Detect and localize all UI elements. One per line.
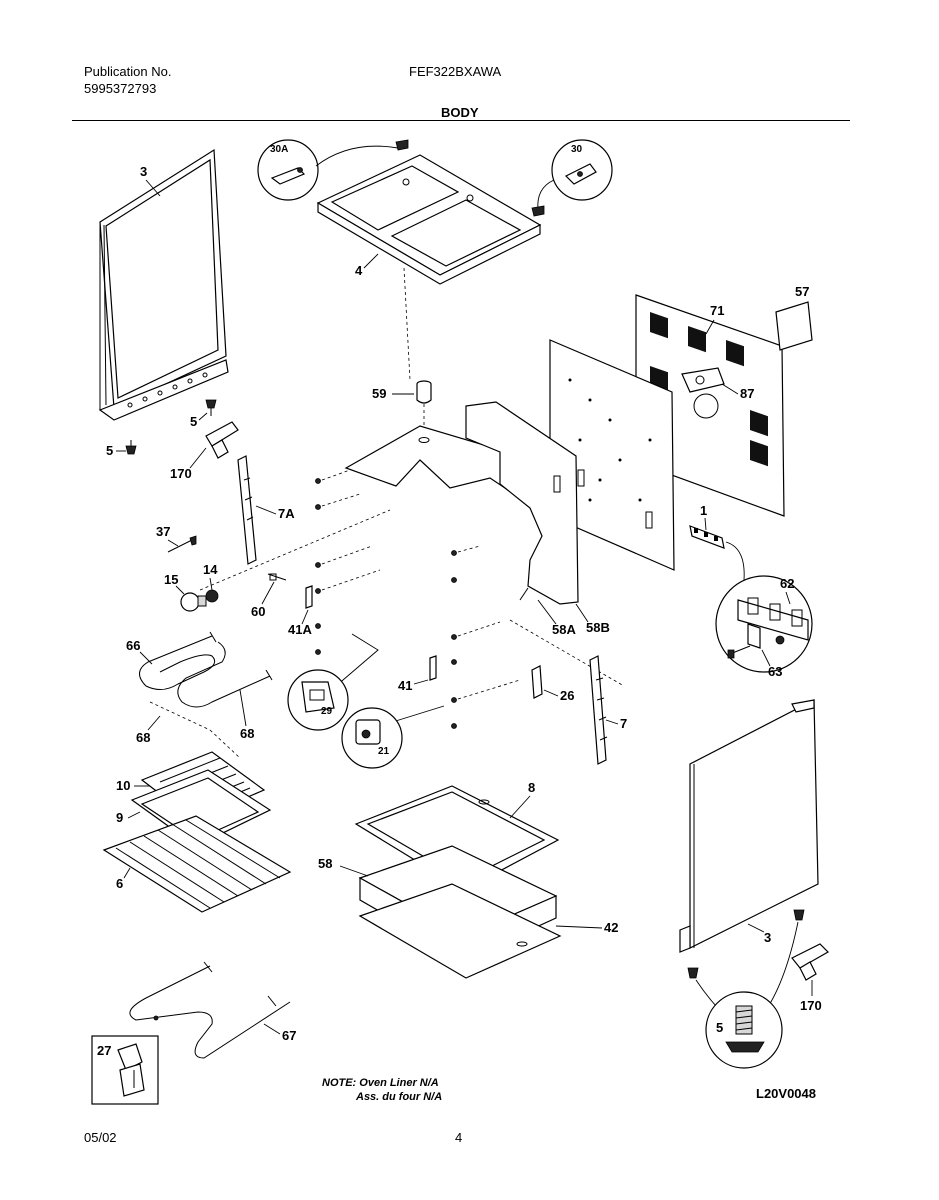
clip-41 <box>429 655 437 681</box>
connector-29-detail <box>287 669 349 731</box>
diagram-code: L20V0048 <box>756 1086 816 1101</box>
callout-27: 27 <box>97 1043 111 1058</box>
callout-4: 4 <box>355 263 363 278</box>
model-number: FEF322BXAWA <box>409 64 502 79</box>
terminal-block-1 <box>689 525 725 549</box>
oven-rack-6 <box>102 815 292 913</box>
publication-label: Publication No. <box>84 64 172 79</box>
callout-15: 15 <box>164 572 178 587</box>
header-rule <box>72 120 850 121</box>
cooktop-frame-4 <box>316 154 542 285</box>
label-plate-57 <box>775 301 813 351</box>
publication-number: 5995372793 <box>84 81 157 96</box>
callout-68-a: 68 <box>136 730 150 745</box>
callout-5-b: 5 <box>106 443 113 458</box>
callout-14: 14 <box>203 562 218 577</box>
bracket-170-left <box>205 421 239 459</box>
frame-58A-58B <box>465 401 579 605</box>
callout-7A: 7A <box>278 506 295 521</box>
callout-87: 87 <box>740 386 754 401</box>
callout-58A: 58A <box>552 622 576 637</box>
bake-element-66 <box>139 631 273 708</box>
callout-42: 42 <box>604 920 618 935</box>
callout-41A: 41A <box>288 622 312 637</box>
side-panel-left <box>98 148 229 421</box>
callout-1: 1 <box>700 503 707 518</box>
callout-57: 57 <box>795 284 809 299</box>
callout-71: 71 <box>710 303 724 318</box>
callout-5-right: 5 <box>716 1020 723 1035</box>
spacer-60 <box>267 573 287 581</box>
callout-30: 30 <box>571 144 583 155</box>
screw-right-a <box>687 967 699 979</box>
light-bulb-15 <box>180 592 207 612</box>
broil-element-67 <box>129 961 291 1059</box>
bracket-26 <box>531 665 543 699</box>
receptacle-59 <box>416 380 432 404</box>
side-panel-right <box>679 699 819 953</box>
section-title: BODY <box>441 105 479 120</box>
callout-67: 67 <box>282 1028 296 1043</box>
screw-5-b <box>125 440 137 455</box>
footer-page: 4 <box>455 1130 463 1145</box>
callout-26: 26 <box>560 688 574 703</box>
oven-bottom-8 <box>354 785 560 891</box>
clip-30-detail <box>551 139 613 201</box>
clip-41A <box>305 585 313 609</box>
screw-5-a <box>205 399 217 416</box>
light-socket-14 <box>205 589 219 603</box>
callout-21: 21 <box>378 746 390 757</box>
note-line-1: NOTE: Oven Liner N/A <box>322 1077 439 1089</box>
terminal-detail <box>715 575 813 673</box>
socket-21-detail <box>341 707 403 769</box>
callout-62: 62 <box>780 576 794 591</box>
callout-37: 37 <box>156 524 170 539</box>
rack-support-7 <box>589 655 608 765</box>
mounting-screws <box>315 478 457 729</box>
callout-170-right: 170 <box>800 998 822 1013</box>
callout-66: 66 <box>126 638 140 653</box>
clip-30A-detail <box>257 139 319 201</box>
callout-5-a: 5 <box>190 414 197 429</box>
callout-30A: 30A <box>270 144 288 155</box>
screw-right-b <box>793 909 805 921</box>
bottom-panel-42 <box>358 883 562 979</box>
clip-27-inset <box>91 1035 159 1105</box>
callout-10: 10 <box>116 778 130 793</box>
callout-170-left: 170 <box>170 466 192 481</box>
callout-60: 60 <box>251 604 265 619</box>
footer-date: 05/02 <box>84 1130 117 1145</box>
callout-68-b: 68 <box>240 726 254 741</box>
callout-29: 29 <box>321 706 333 717</box>
callout-58B: 58B <box>586 620 610 635</box>
rack-support-7A <box>237 455 257 565</box>
note-line-2: Ass. du four N/A <box>355 1091 442 1103</box>
callout-3-left: 3 <box>140 164 147 179</box>
screw-37 <box>167 535 197 553</box>
callout-3-right: 3 <box>764 930 771 945</box>
callout-63: 63 <box>768 664 782 679</box>
leveler-5-detail <box>705 991 783 1069</box>
callout-59: 59 <box>372 386 386 401</box>
callout-7: 7 <box>620 716 627 731</box>
callout-58: 58 <box>318 856 332 871</box>
bracket-170-right <box>791 943 829 981</box>
cover-87 <box>681 367 725 393</box>
callout-41: 41 <box>398 678 412 693</box>
callout-8: 8 <box>528 780 535 795</box>
callout-9: 9 <box>116 810 123 825</box>
callout-6: 6 <box>116 876 123 891</box>
